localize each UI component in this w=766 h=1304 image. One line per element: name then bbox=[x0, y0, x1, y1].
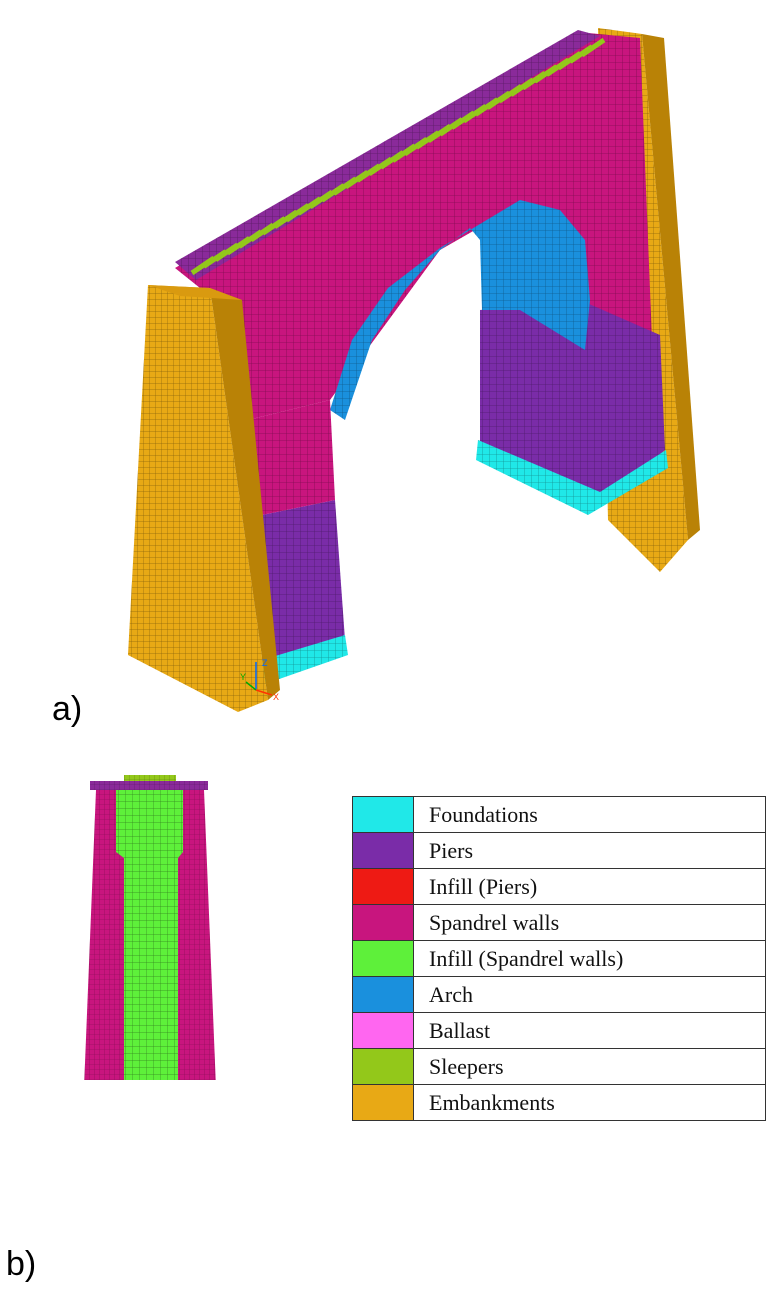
legend-label: Infill (Spandrel walls) bbox=[413, 940, 766, 977]
sleeper bbox=[580, 37, 606, 58]
legend-label: Piers bbox=[413, 832, 766, 869]
legend-row: Infill (Piers) bbox=[352, 868, 766, 905]
legend-row: Sleepers bbox=[352, 1048, 766, 1085]
legend-label: Infill (Piers) bbox=[413, 868, 766, 905]
legend-row: Piers bbox=[352, 832, 766, 869]
legend-swatch bbox=[352, 976, 414, 1013]
legend-row: Arch bbox=[352, 976, 766, 1013]
legend-label: Sleepers bbox=[413, 1048, 766, 1085]
axis-x-label: X bbox=[273, 692, 279, 702]
legend-swatch bbox=[352, 904, 414, 941]
legend-swatch bbox=[352, 1012, 414, 1049]
legend-swatch bbox=[352, 796, 414, 833]
legend-row: Spandrel walls bbox=[352, 904, 766, 941]
legend-swatch bbox=[352, 940, 414, 977]
legend-row: Foundations bbox=[352, 796, 766, 833]
bridge-3d-mesh: Z Y X bbox=[128, 28, 700, 712]
legend-label: Arch bbox=[413, 976, 766, 1013]
legend-label: Ballast bbox=[413, 1012, 766, 1049]
axis-z-label: Z bbox=[262, 658, 268, 668]
panel-label-a: a) bbox=[52, 690, 83, 728]
sleepers bbox=[190, 37, 606, 276]
legend-label: Embankments bbox=[413, 1084, 766, 1121]
legend-row: Ballast bbox=[352, 1012, 766, 1049]
bridge-cross-section-mesh bbox=[84, 775, 216, 1080]
legend-label: Spandrel walls bbox=[413, 904, 766, 941]
legend-swatch bbox=[352, 1048, 414, 1085]
axis-y-label: Y bbox=[240, 672, 246, 682]
legend-label: Foundations bbox=[413, 796, 766, 833]
legend-row: Embankments bbox=[352, 1084, 766, 1121]
legend-swatch bbox=[352, 1084, 414, 1121]
legend-row: Infill (Spandrel walls) bbox=[352, 940, 766, 977]
legend-swatch bbox=[352, 832, 414, 869]
axis-triad: Z Y X bbox=[240, 658, 279, 702]
legend-swatch bbox=[352, 868, 414, 905]
panel-label-b: b) bbox=[6, 1245, 37, 1283]
